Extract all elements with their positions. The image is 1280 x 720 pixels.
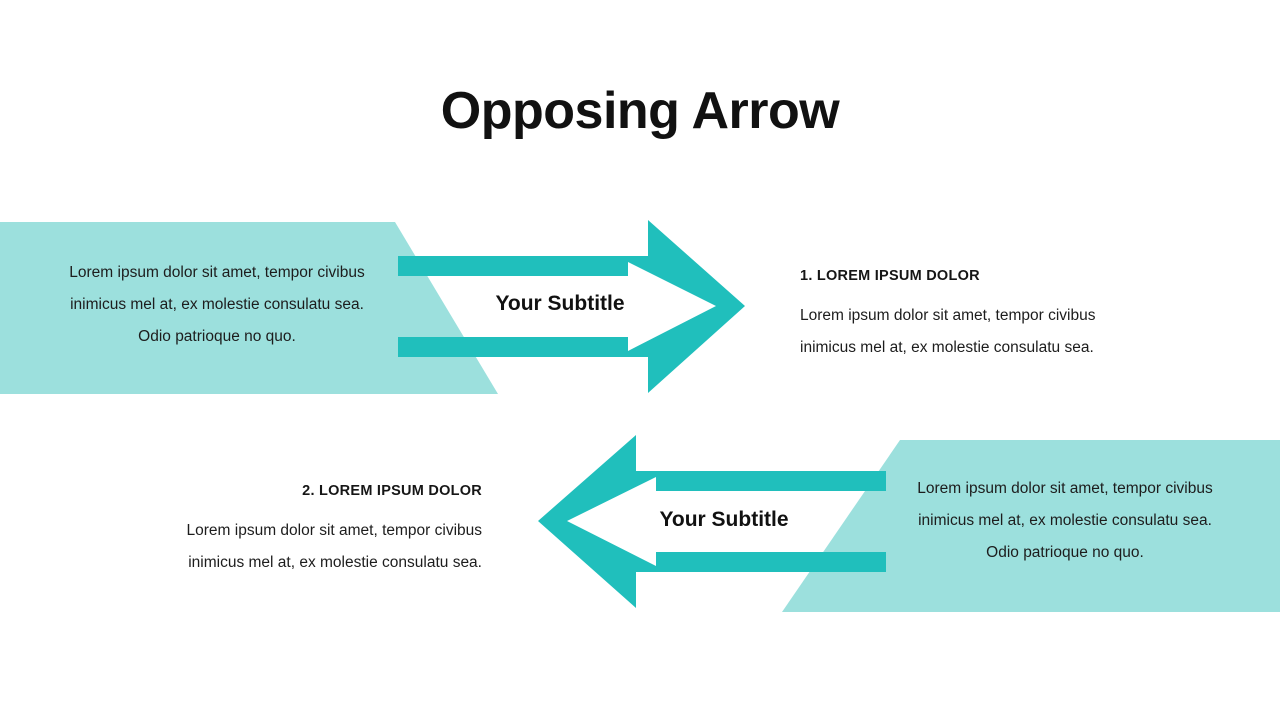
top-right-heading: 1. LOREM IPSUM DOLOR	[800, 268, 980, 284]
top-right-body: Lorem ipsum dolor sit amet, tempor civib…	[800, 307, 1096, 356]
top-left-panel-shape	[0, 222, 498, 394]
top-left-panel-text: Lorem ipsum dolor sit amet, tempor civib…	[69, 264, 365, 345]
bottom-left-heading: 2. LOREM IPSUM DOLOR	[302, 483, 482, 499]
bottom-left-body: Lorem ipsum dolor sit amet, tempor civib…	[186, 522, 482, 571]
page-title: Opposing Arrow	[440, 82, 840, 140]
right-arrow-outline	[398, 220, 745, 393]
top-arrow-subtitle: Your Subtitle	[495, 292, 625, 315]
bottom-right-panel-shape	[782, 440, 1280, 612]
left-arrow-outline	[538, 435, 886, 608]
bottom-right-panel-text: Lorem ipsum dolor sit amet, tempor civib…	[917, 480, 1213, 561]
bottom-arrow-subtitle: Your Subtitle	[659, 508, 789, 531]
